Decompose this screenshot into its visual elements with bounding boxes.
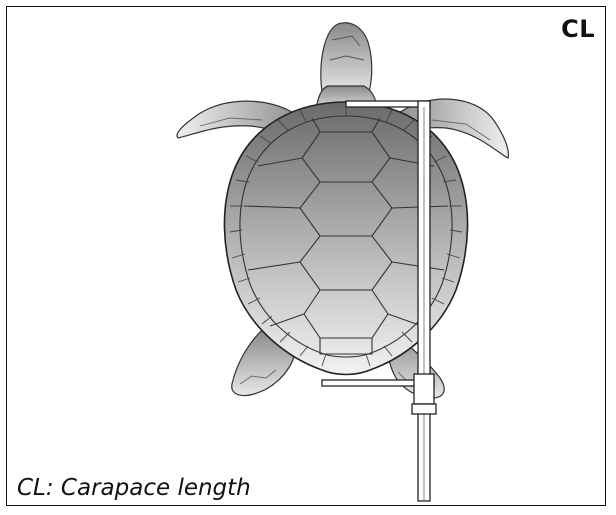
turtle-head (321, 23, 372, 96)
caliper-slider (414, 374, 434, 404)
